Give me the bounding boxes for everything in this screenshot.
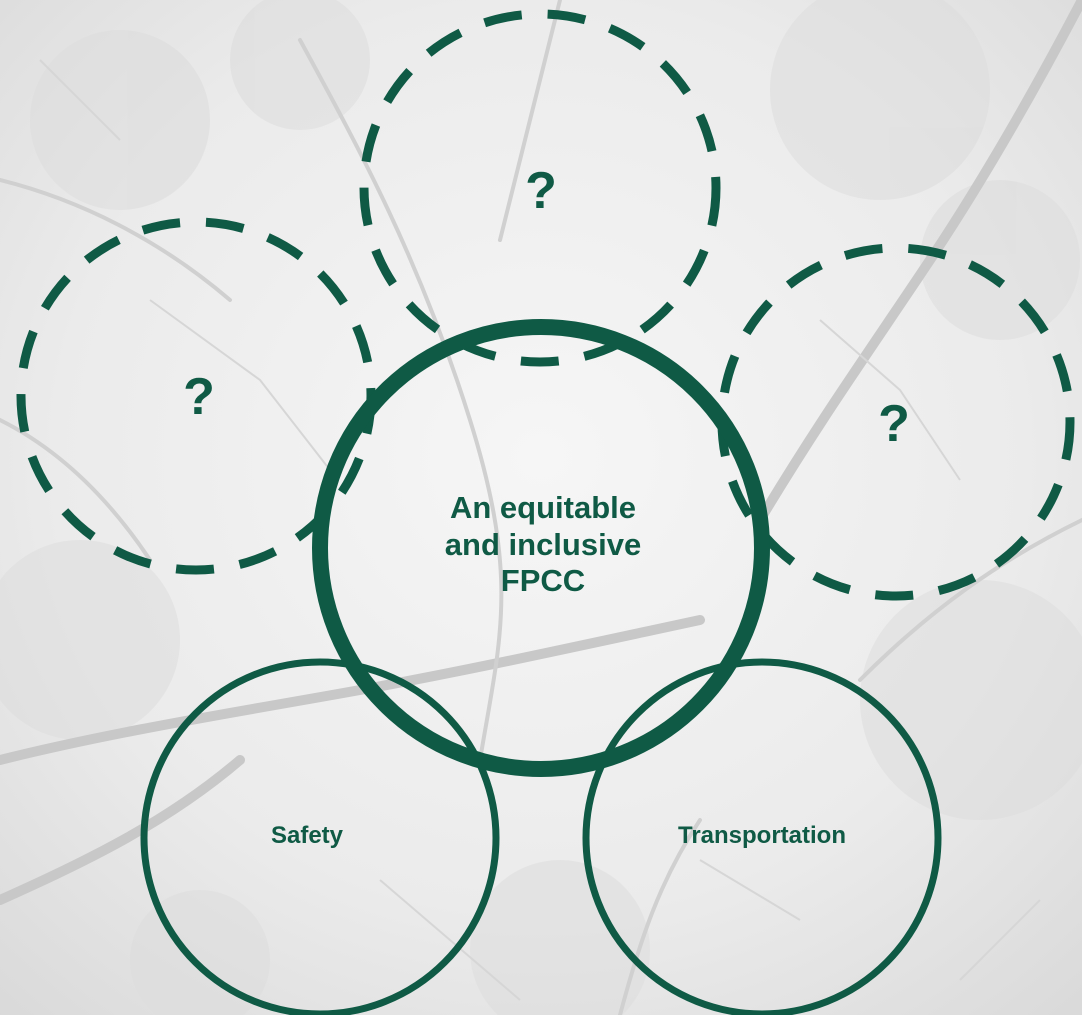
center-circle: [312, 319, 770, 777]
dashed-circle-top: [359, 9, 721, 367]
transportation-label: Transportation: [677, 821, 847, 849]
solid-circle-transportation: [582, 658, 942, 1015]
question-label-top: ?: [525, 162, 557, 220]
question-label-right: ?: [878, 395, 910, 453]
solid-circle-safety: [140, 658, 500, 1015]
question-label-left: ?: [183, 368, 215, 426]
center-label: An equitable and inclusive FPCC: [444, 490, 642, 599]
safety-label: Safety: [270, 821, 344, 849]
